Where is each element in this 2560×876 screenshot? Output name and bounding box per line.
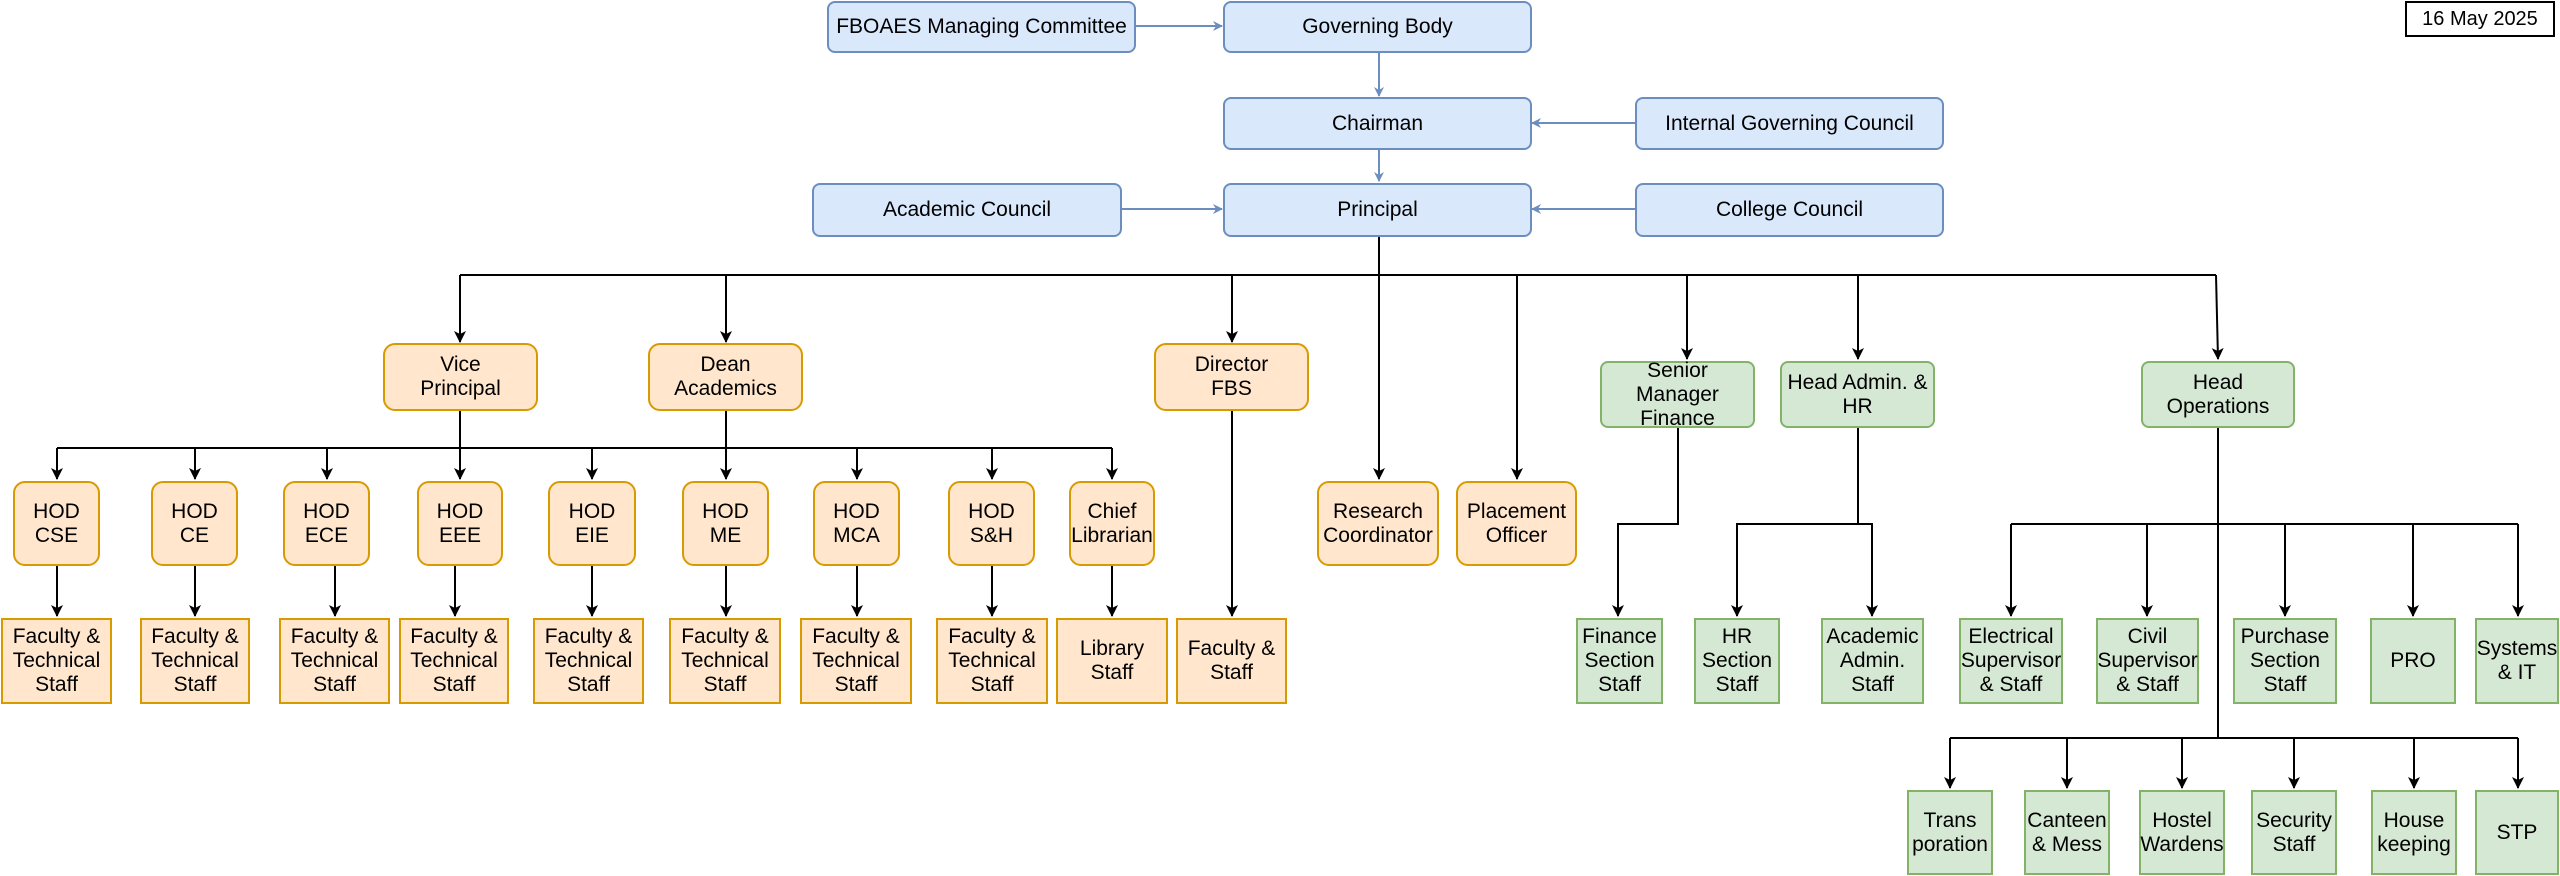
library-staff-box[interactable]: Library Staff (1056, 618, 1168, 704)
security-staff-box[interactable]: Security Staff (2251, 790, 2337, 875)
hostel-wardens-box[interactable]: Hostel Wardens (2139, 790, 2225, 875)
staff-eee-box[interactable]: Faculty & Technical Staff (399, 618, 509, 704)
hod-ece-box[interactable]: HOD ECE (283, 481, 370, 566)
academic-admin-staff-box[interactable]: Academic Admin. Staff (1821, 618, 1924, 704)
staff-ece-box[interactable]: Faculty & Technical Staff (279, 618, 390, 704)
staff-sh-box[interactable]: Faculty & Technical Staff (936, 618, 1048, 704)
canteen-mess-box[interactable]: Canteen & Mess (2024, 790, 2110, 875)
hod-eie-box[interactable]: HOD EIE (548, 481, 636, 566)
electrical-supervisor-box[interactable]: Electrical Supervisor & Staff (1959, 618, 2063, 704)
head-operations-box[interactable]: Head Operations (2141, 361, 2295, 428)
fbs-staff-box[interactable]: Faculty & Staff (1176, 618, 1287, 704)
college-council-box[interactable]: College Council (1635, 183, 1944, 237)
staff-eie-box[interactable]: Faculty & Technical Staff (533, 618, 644, 704)
stp-box[interactable]: STP (2475, 790, 2559, 875)
governing-body-box[interactable]: Governing Body (1223, 1, 1532, 53)
academic-council-box[interactable]: Academic Council (812, 183, 1122, 237)
internal-governing-council-box[interactable]: Internal Governing Council (1635, 97, 1944, 150)
staff-mca-box[interactable]: Faculty & Technical Staff (800, 618, 912, 704)
edge-finance-staff (1612, 428, 1679, 617)
chairman-box[interactable]: Chairman (1223, 97, 1532, 150)
hr-staff-box[interactable]: HR Section Staff (1694, 618, 1780, 704)
finance-staff-box[interactable]: Finance Section Staff (1576, 618, 1663, 704)
staff-me-box[interactable]: Faculty & Technical Staff (669, 618, 781, 704)
staff-ce-box[interactable]: Faculty & Technical Staff (140, 618, 250, 704)
edge-hr-staff (1731, 428, 1859, 617)
hod-me-box[interactable]: HOD ME (682, 481, 769, 566)
purchase-staff-box[interactable]: Purchase Section Staff (2233, 618, 2337, 704)
edge-to-operations (2211, 274, 2224, 360)
chief-librarian-box[interactable]: Chief Librarian (1069, 481, 1155, 566)
hod-mca-box[interactable]: HOD MCA (813, 481, 900, 566)
transportation-box[interactable]: Trans poration (1907, 790, 1993, 875)
systems-it-box[interactable]: Systems & IT (2475, 618, 2559, 704)
senior-manager-finance-box[interactable]: Senior Manager Finance (1600, 359, 1755, 430)
fboaes-managing-committee-box[interactable]: FBOAES Managing Committee (827, 1, 1136, 53)
edge-academic-admin-staff (1858, 523, 1878, 617)
civil-supervisor-box[interactable]: Civil Supervisor & Staff (2096, 618, 2199, 704)
hod-cse-box[interactable]: HOD CSE (13, 481, 100, 566)
dean-academics-box[interactable]: Dean Academics (648, 343, 803, 411)
hod-ce-box[interactable]: HOD CE (151, 481, 238, 566)
placement-officer-box[interactable]: Placement Officer (1456, 481, 1577, 566)
staff-cse-box[interactable]: Faculty & Technical Staff (1, 618, 112, 704)
head-admin-hr-box[interactable]: Head Admin. & HR (1780, 361, 1935, 428)
housekeeping-box[interactable]: House keeping (2371, 790, 2457, 875)
hod-sh-box[interactable]: HOD S&H (948, 481, 1035, 566)
vice-principal-box[interactable]: Vice Principal (383, 343, 538, 411)
principal-box[interactable]: Principal (1223, 183, 1532, 237)
director-fbs-box[interactable]: Director FBS (1154, 343, 1309, 411)
research-coordinator-box[interactable]: Research Coordinator (1317, 481, 1439, 566)
date-label: 16 May 2025 (2405, 1, 2555, 37)
pro-box[interactable]: PRO (2370, 618, 2456, 704)
hod-eee-box[interactable]: HOD EEE (417, 481, 503, 566)
